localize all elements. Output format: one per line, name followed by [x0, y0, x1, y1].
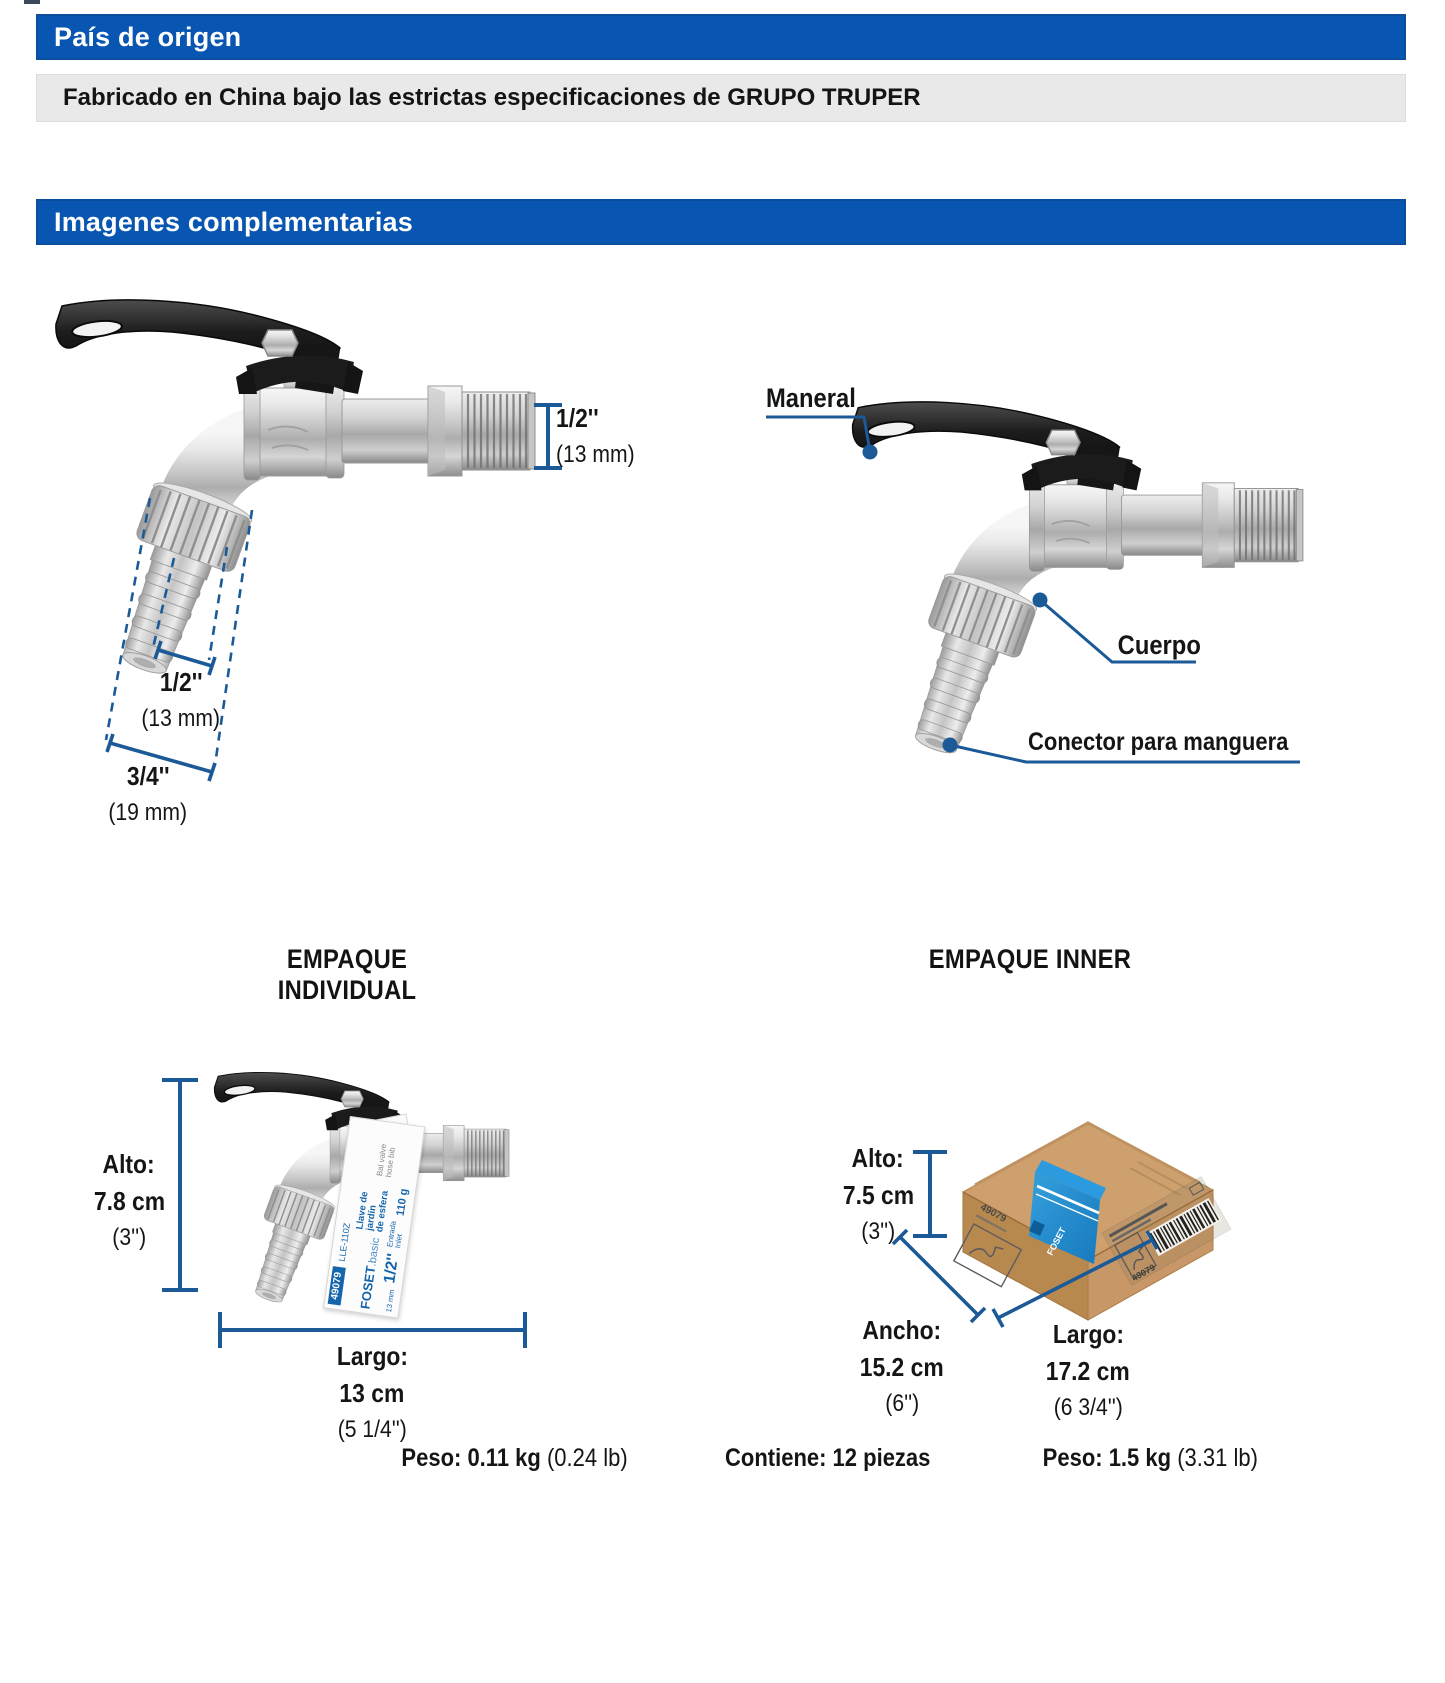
dimension-line-hose-inner — [153, 640, 217, 676]
box-blue-label: FOSET — [1029, 1160, 1106, 1264]
section-bar-imagenes: Imagenes complementarias — [36, 199, 1406, 245]
hose-inner-size-label: 1/2'' (13 mm) — [141, 667, 221, 732]
dimension-line-ind-largo — [218, 1312, 527, 1348]
dimension-line-inner-alto — [913, 1150, 947, 1238]
inner-largo-label: Largo: 17.2 cm (6 3/4'') — [1046, 1319, 1130, 1421]
ind-alto-label: Alto: 7.8 cm (3'') — [93, 1149, 165, 1251]
contiene-caption: Contiene: 12 piezas — [725, 1444, 931, 1472]
outlet-size-mm: (13 mm) — [556, 441, 635, 468]
dimension-line-inner-largo — [991, 1230, 1159, 1328]
inner-peso-caption: Peso: 1.5 kg (3.31 lb) — [1042, 1444, 1258, 1472]
ind-largo-label: Largo: 13 cm (5 1/4'') — [336, 1341, 408, 1443]
dimension-line-ind-alto — [162, 1078, 198, 1292]
valve-drawing-parts — [766, 402, 1303, 766]
heading-empaque-individual: EMPAQUE INDIVIDUAL — [277, 944, 417, 1005]
section-title-imagenes: Imagenes complementarias — [54, 206, 413, 237]
origin-strip: Fabricado en China bajo las estrictas es… — [36, 74, 1406, 122]
section-title-pais: País de origen — [54, 21, 242, 52]
origin-text: Fabricado en China bajo las estrictas es… — [63, 84, 921, 111]
tag-code: LLE-110Z — [336, 1222, 353, 1263]
inner-ancho-label: Ancho: 15.2 cm (6'') — [860, 1315, 944, 1417]
callout-lines — [766, 415, 1300, 764]
hose-outer-size-label: 3/4'' (19 mm) — [108, 761, 188, 826]
outlet-size-value: 1/2'' — [556, 403, 599, 433]
box-drawing: FOSET 49079 — [891, 1121, 1232, 1328]
inner-alto-label: Alto: 7.5 cm (3'') — [842, 1143, 914, 1245]
heading-empaque-inner: EMPAQUE INNER — [928, 944, 1132, 974]
outlet-size-label: 1/2'' (13 mm) — [556, 402, 676, 474]
dimension-line-inner-ancho — [891, 1228, 987, 1324]
part-label-conector: Conector para manguera — [1028, 728, 1289, 756]
part-label-maneral: Maneral — [766, 383, 856, 413]
tag-brand: FOSET — [356, 1264, 378, 1310]
tag-sku: 49079 — [327, 1266, 346, 1306]
part-label-cuerpo: Cuerpo — [1117, 630, 1201, 660]
dimension-line-hose-outer — [105, 733, 217, 782]
dimension-bracket-outlet — [534, 403, 562, 470]
valve-drawing-dimensions — [56, 300, 562, 782]
ind-peso-caption: Peso: 0.11 kg (0.24 lb) — [401, 1444, 629, 1472]
box-right-print: 49079 — [1101, 1176, 1232, 1287]
projection-dashed-lines — [104, 497, 254, 766]
section-bar-pais-de-origen: País de origen — [36, 14, 1406, 60]
page-artifact — [24, 0, 40, 4]
